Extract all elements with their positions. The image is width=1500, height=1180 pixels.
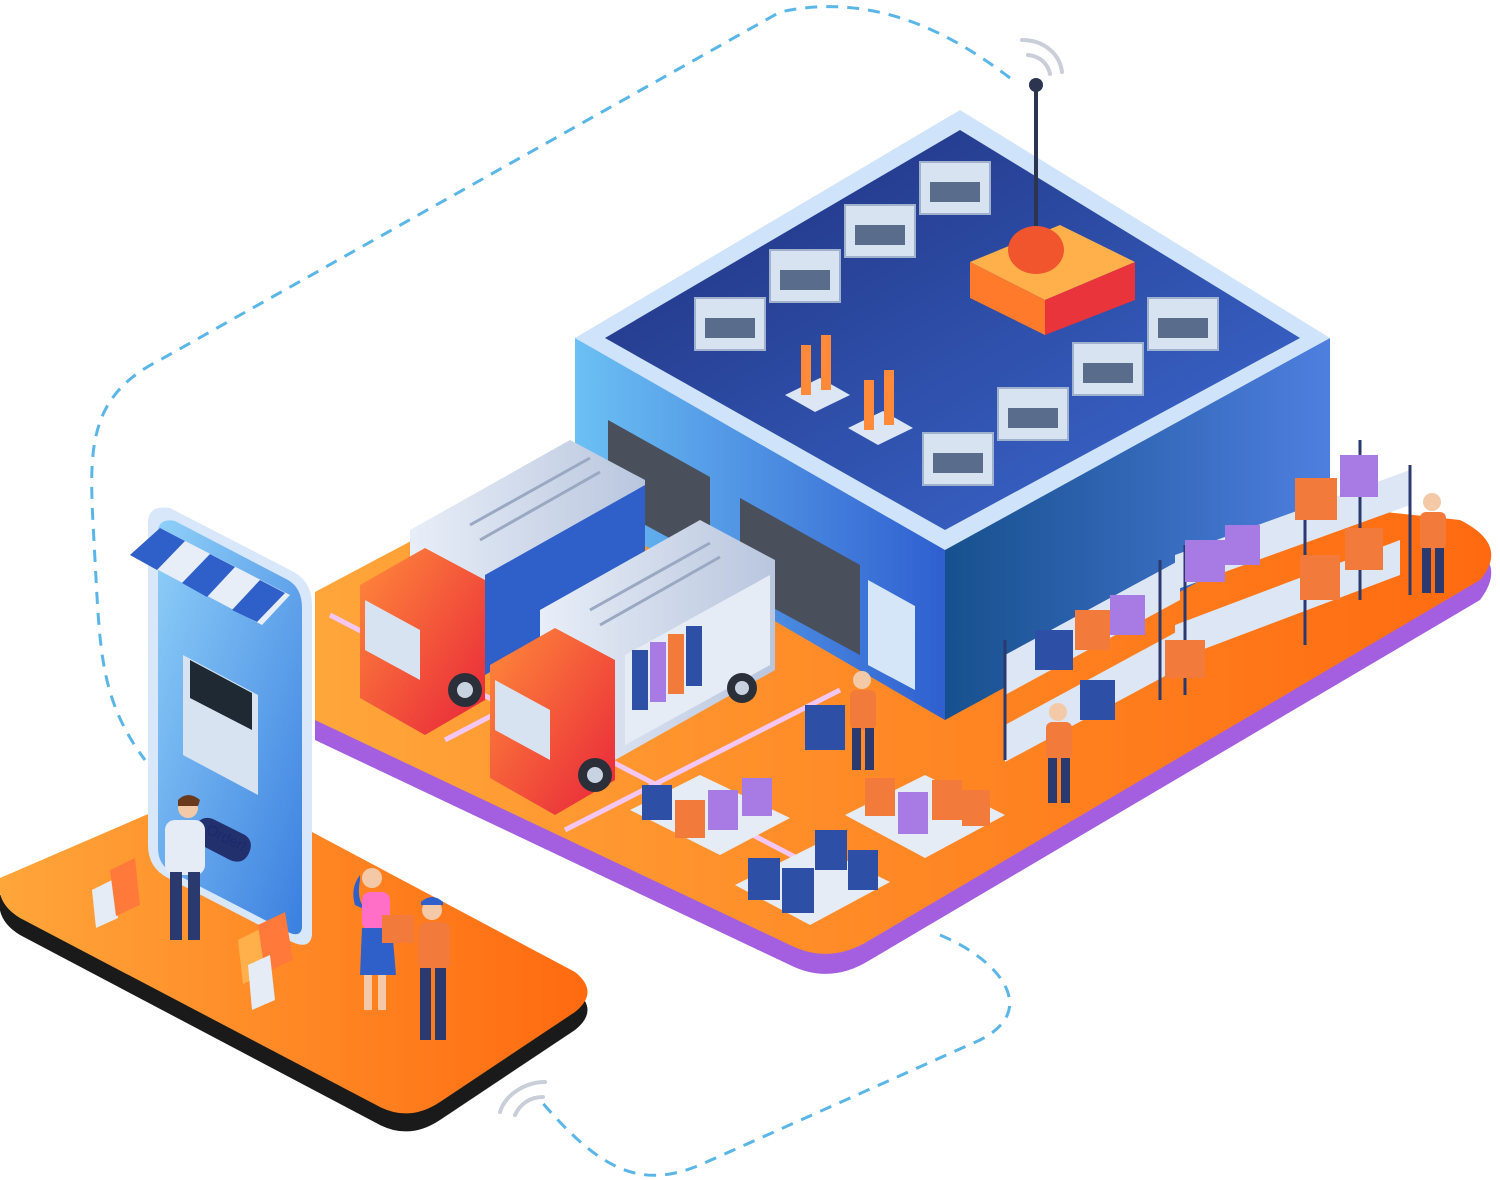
delivery-truck-icon [490, 520, 775, 815]
package-box-icon [630, 705, 1005, 925]
courier-delivery-scene [353, 868, 450, 1040]
worker-icon [1046, 703, 1072, 803]
worker-icon [1420, 493, 1446, 593]
shopping-bag-icon [92, 858, 140, 928]
package-box-icon [632, 626, 702, 710]
roof-pipes [785, 335, 913, 445]
warehouse-icon [575, 78, 1330, 720]
customer-figure [165, 795, 205, 940]
shopping-bag-icon [238, 912, 293, 1010]
dashed-route-line [90, 5, 1012, 1177]
wifi-signal-icon [1020, 38, 1064, 76]
antenna-icon [970, 78, 1135, 335]
wifi-signal-icon [498, 1080, 547, 1117]
shop-awning [130, 528, 290, 625]
worker-icon [850, 671, 876, 770]
